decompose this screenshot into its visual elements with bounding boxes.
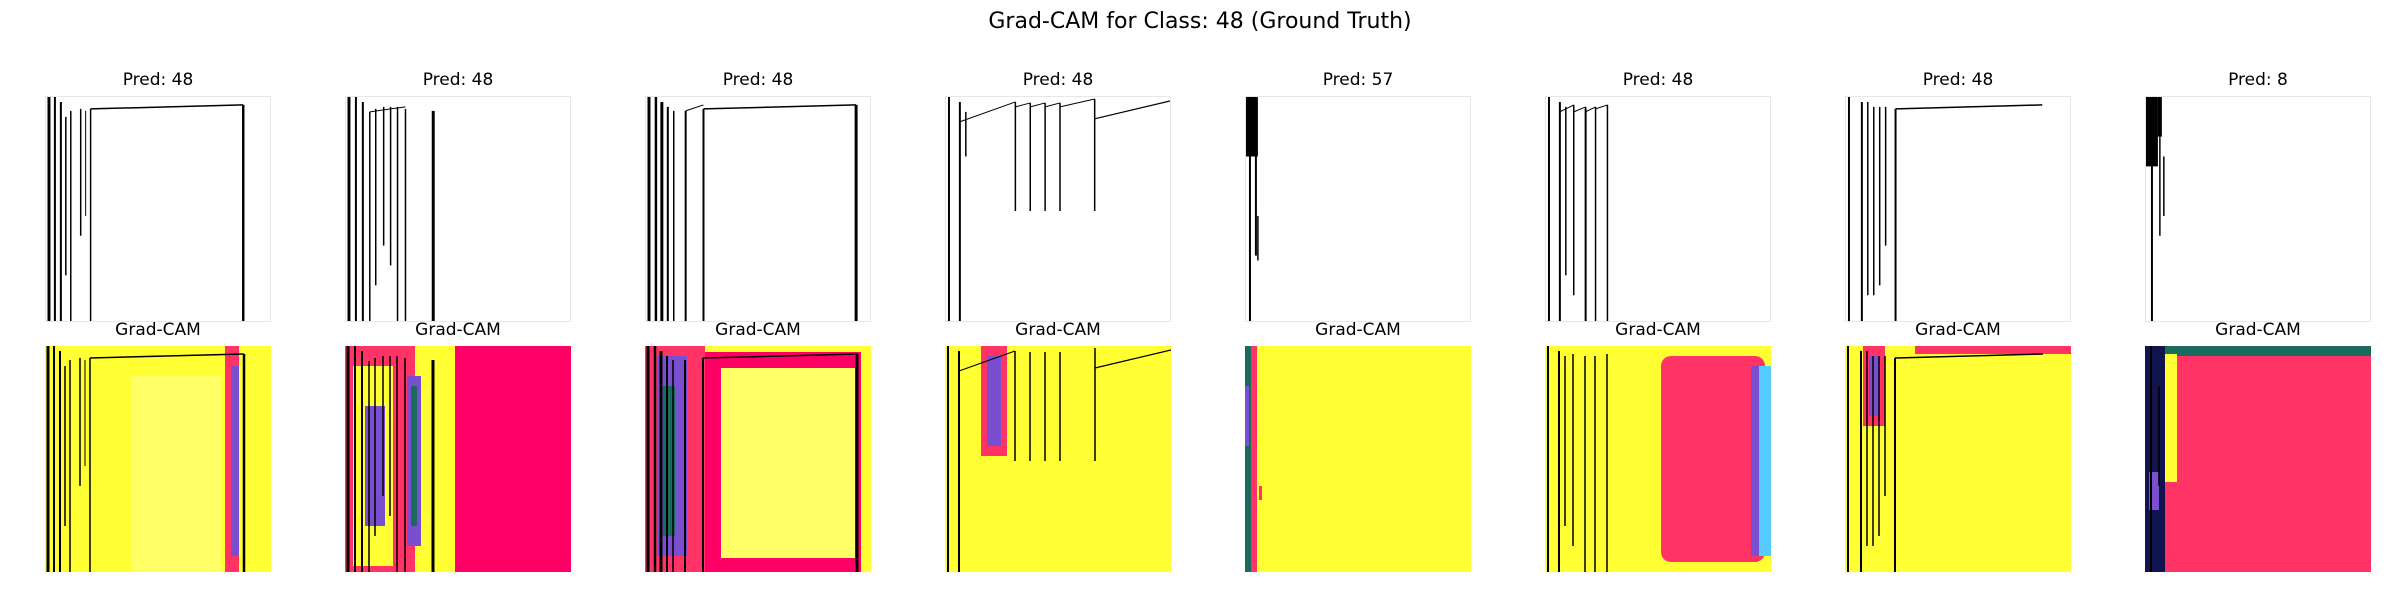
cam-title-8: Grad-CAM xyxy=(2215,320,2301,340)
pred-title-5: Pred: 57 xyxy=(1322,70,1394,90)
heat-left-navy-8 xyxy=(2145,346,2165,572)
heat-purple-band-6 xyxy=(1751,366,1759,556)
cam-title-3: Grad-CAM xyxy=(715,320,801,340)
cam-title-2: Grad-CAM xyxy=(415,320,501,340)
input-strokes-1 xyxy=(47,97,245,321)
heat-right-margin-3 xyxy=(861,346,871,572)
pred-title-1: Pred: 48 xyxy=(122,70,194,90)
cam-strokes-4 xyxy=(947,346,1171,572)
gradcam-heatmap-5-drawing xyxy=(1245,346,1471,572)
input-image-5-drawing xyxy=(1246,97,1259,321)
input-image-4-drawing xyxy=(947,97,1170,321)
cam-title-5: Grad-CAM xyxy=(1315,320,1401,340)
input-image-2-drawing xyxy=(347,97,435,321)
pred-title-4: Pred: 48 xyxy=(1022,70,1094,90)
gradcam-heatmap-1 xyxy=(45,346,271,572)
heat-right-region-2 xyxy=(455,346,571,572)
heat-cyan-band-6 xyxy=(1759,366,1771,556)
pred-title-2: Pred: 48 xyxy=(422,70,494,90)
input-strokes-7 xyxy=(1847,97,2043,321)
input-strokes-3 xyxy=(647,97,858,321)
heat-left-purple-5 xyxy=(1245,386,1249,446)
gradcam-heatmap-1-drawing xyxy=(45,346,271,572)
gradcam-heatmap-2 xyxy=(345,346,571,572)
input-lines-8 xyxy=(2150,97,2165,321)
heat-lower-region-8 xyxy=(2165,482,2371,572)
gradcam-heatmap-2-drawing xyxy=(345,346,571,572)
input-image-8-drawing xyxy=(2146,97,2165,321)
input-image-1 xyxy=(45,96,271,322)
input-image-5 xyxy=(1245,96,1471,322)
heat-top-band-7 xyxy=(1915,346,2071,354)
heat-base-5 xyxy=(1245,346,1471,572)
heat-base-4 xyxy=(945,346,1171,572)
cam-strokes-6 xyxy=(1547,346,1608,572)
pred-title-6: Pred: 48 xyxy=(1622,70,1694,90)
cam-strokes-3 xyxy=(646,346,859,572)
cam-title-6: Grad-CAM xyxy=(1615,320,1701,340)
heat-spot-5 xyxy=(1259,486,1262,500)
gradcam-heatmap-5 xyxy=(1245,346,1471,572)
input-image-3-drawing xyxy=(647,97,858,321)
heat-left-yellow-8 xyxy=(2165,354,2177,482)
heat-right-margin-1 xyxy=(251,346,271,572)
heat-soft-region-1 xyxy=(131,376,221,572)
gradcam-heatmap-7-drawing xyxy=(1845,346,2071,572)
heat-left-purple-7 xyxy=(1869,356,1879,416)
gradcam-heatmap-3 xyxy=(645,346,871,572)
heat-purple-band-1 xyxy=(231,366,239,556)
gradcam-heatmap-7 xyxy=(1845,346,2071,572)
input-image-1-drawing xyxy=(47,97,245,321)
input-image-8 xyxy=(2145,96,2371,322)
input-image-6-drawing xyxy=(1547,97,1609,321)
heat-left-teal-5 xyxy=(1245,346,1251,572)
gradcam-heatmap-8 xyxy=(2145,346,2371,572)
gradcam-heatmap-8-drawing xyxy=(2145,346,2371,572)
gradcam-heatmap-4-drawing xyxy=(945,346,1171,572)
input-strokes-2 xyxy=(347,97,435,321)
input-strokes-4 xyxy=(947,97,1170,321)
gradcam-heatmap-4 xyxy=(945,346,1171,572)
input-image-4 xyxy=(945,96,1171,322)
heat-pink-block-6 xyxy=(1661,356,1765,562)
input-image-7 xyxy=(1845,96,2071,322)
input-image-2 xyxy=(345,96,571,322)
cam-strokes-1 xyxy=(46,346,246,572)
cam-title-4: Grad-CAM xyxy=(1015,320,1101,340)
cam-title-1: Grad-CAM xyxy=(115,320,201,340)
heat-left-purple-8 xyxy=(2149,472,2159,510)
heat-left-purple-4 xyxy=(987,356,1001,446)
cam-title-7: Grad-CAM xyxy=(1915,320,2001,340)
input-image-6 xyxy=(1545,96,1771,322)
gradcam-heatmap-6-drawing xyxy=(1545,346,1771,572)
input-strokes-5 xyxy=(1246,97,1258,157)
input-lines-5 xyxy=(1248,97,1259,321)
figure-title: Grad-CAM for Class: 48 (Ground Truth) xyxy=(988,9,1412,34)
heat-mid-teal-2 xyxy=(411,386,417,526)
pred-title-7: Pred: 48 xyxy=(1922,70,1994,90)
cam-strokes-7 xyxy=(1847,346,2044,572)
heat-inner-3 xyxy=(721,368,855,558)
pred-title-3: Pred: 48 xyxy=(722,70,794,90)
pred-title-8: Pred: 8 xyxy=(2228,70,2288,90)
heat-top-teal-8 xyxy=(2145,346,2371,356)
cam-strokes-2 xyxy=(346,346,435,572)
cam-strokes-8 xyxy=(2150,346,2160,572)
input-image-3 xyxy=(645,96,871,322)
gradcam-heatmap-3-drawing xyxy=(645,346,871,572)
input-image-7-drawing xyxy=(1847,97,2043,321)
input-strokes-6 xyxy=(1547,97,1609,321)
gradcam-heatmap-6 xyxy=(1545,346,1771,572)
